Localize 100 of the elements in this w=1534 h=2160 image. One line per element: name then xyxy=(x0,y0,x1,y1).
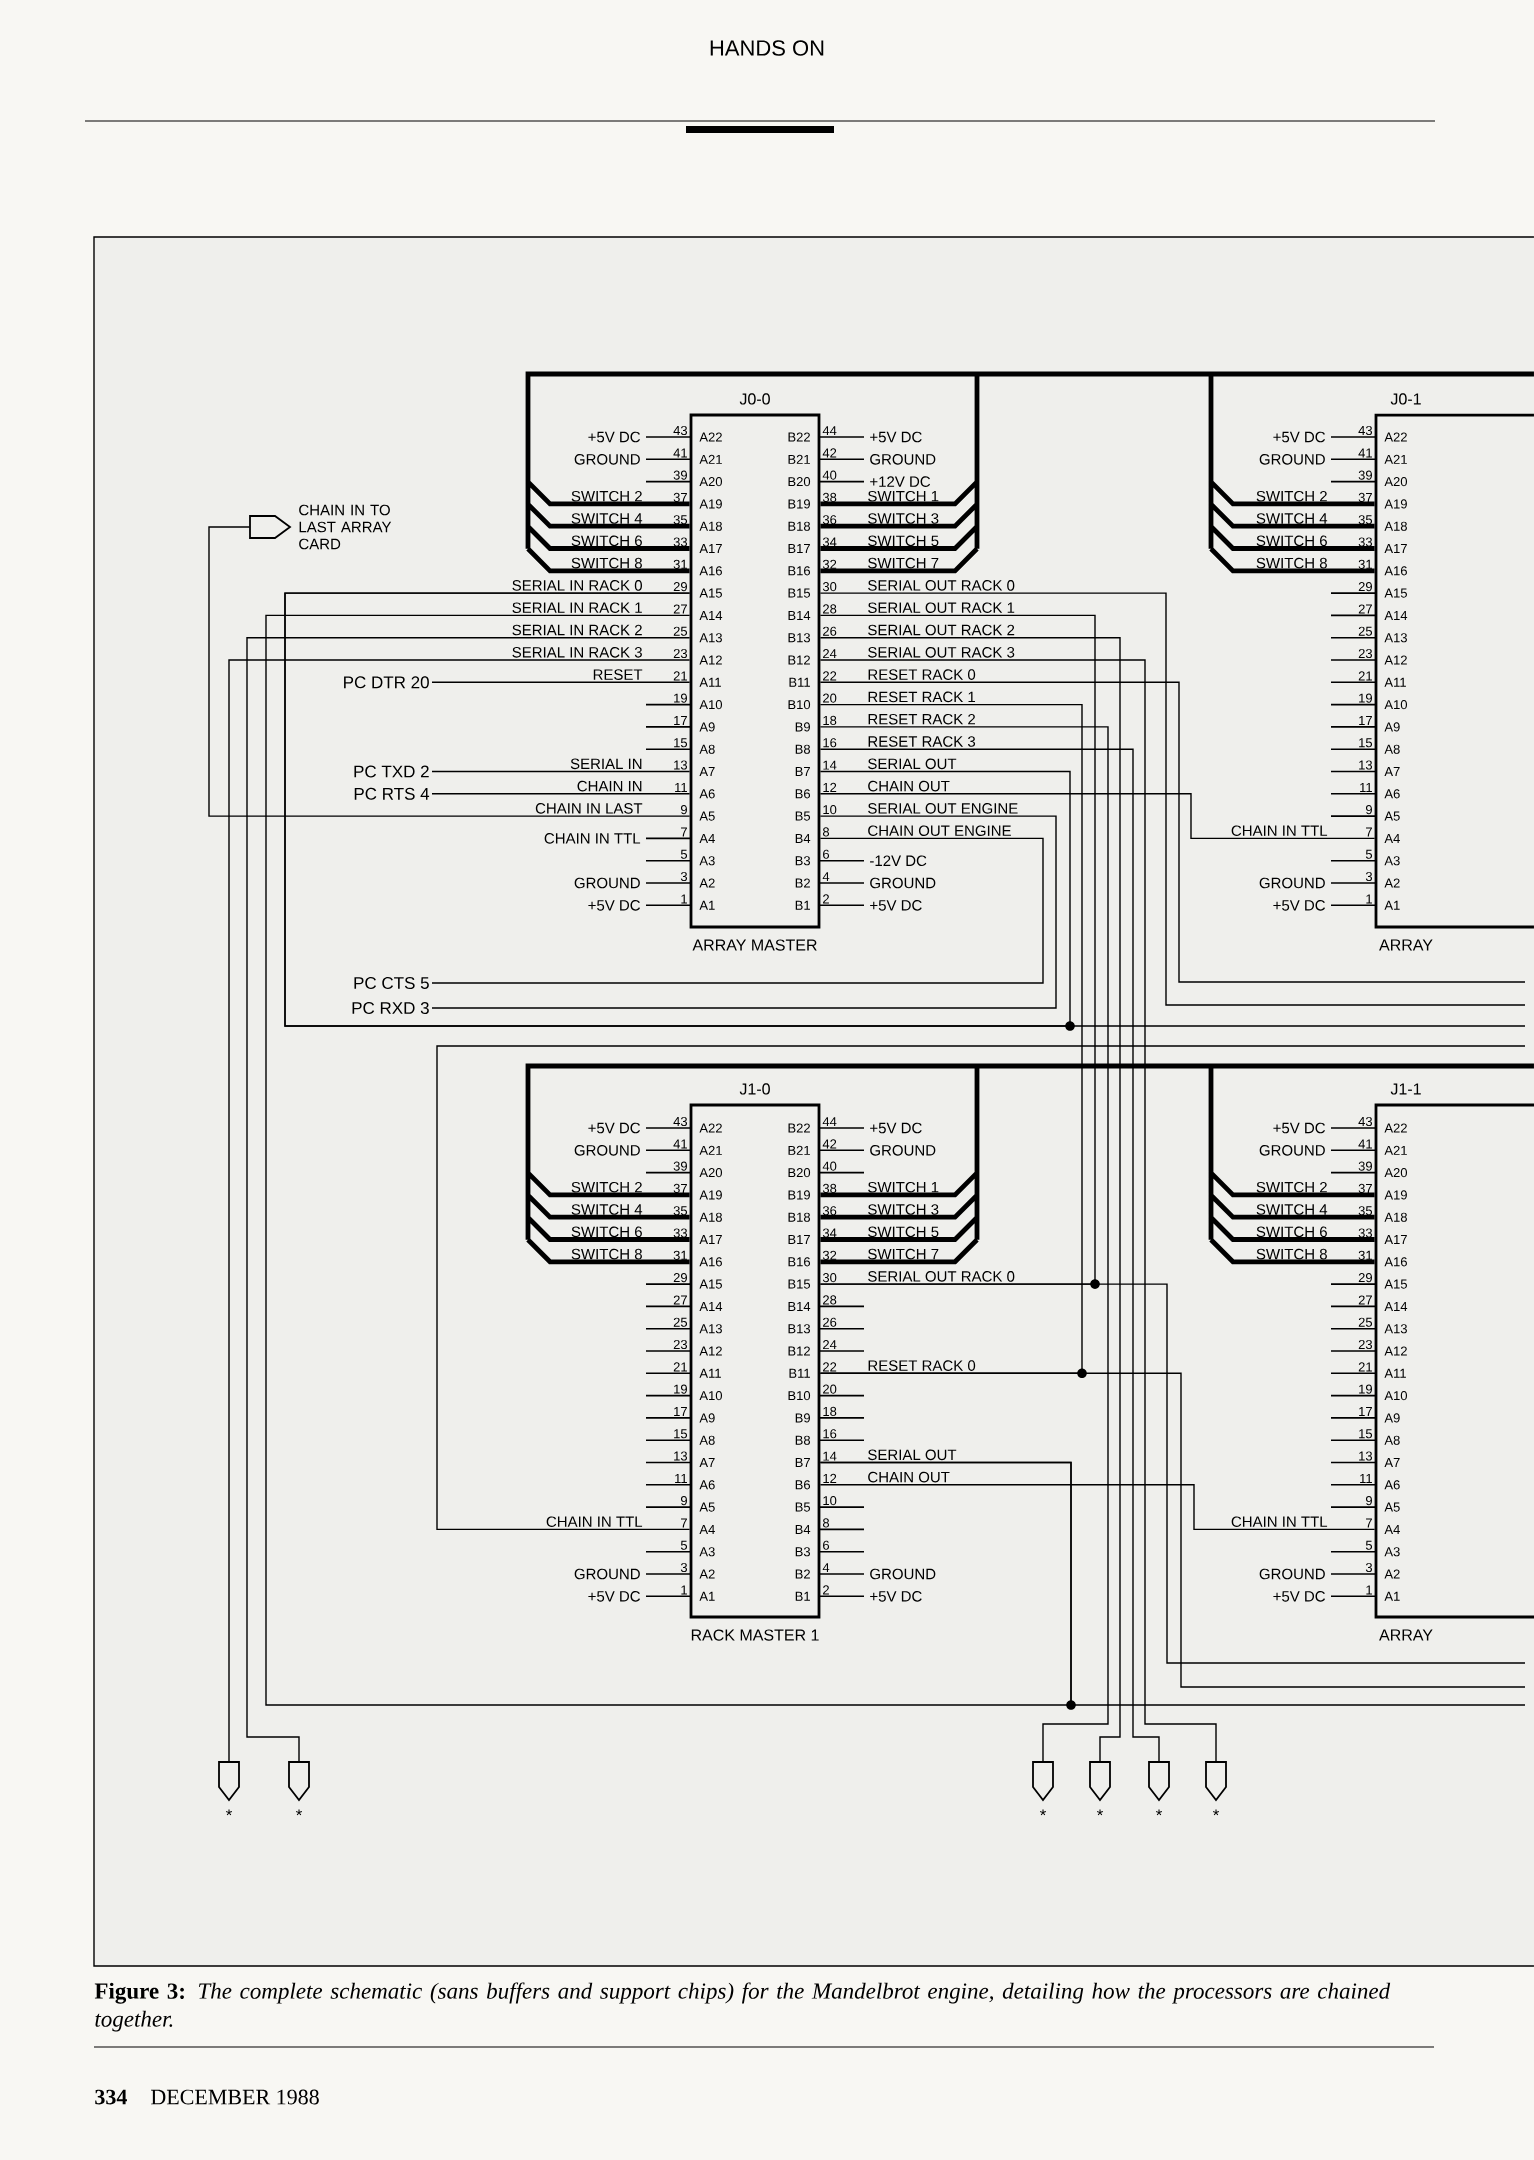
pin-number: 21 xyxy=(673,671,687,681)
signal-label: RESET RACK 3 xyxy=(868,736,976,747)
pin-number: 29 xyxy=(1358,1273,1372,1283)
signal-label: SWITCH 7 xyxy=(868,1248,939,1260)
pin-number: 17 xyxy=(1359,1407,1372,1416)
pin-number: 27 xyxy=(1358,1295,1372,1305)
pin-number: 13 xyxy=(1359,1451,1373,1461)
pin-number: 42 xyxy=(822,1139,837,1149)
signal-label: GROUND xyxy=(870,1568,936,1580)
connector-caption: CHAIN IN TO LAST ARRAY CARD xyxy=(299,504,392,550)
signal-label: +12V DC xyxy=(870,476,931,487)
pin-number: 25 xyxy=(673,626,688,636)
wire xyxy=(431,815,1057,1009)
pin-number: 1 xyxy=(681,1585,687,1595)
signal-label: PC CTS 5 xyxy=(354,977,429,990)
pin-number: 35 xyxy=(1358,515,1373,525)
pin-number: 22 xyxy=(823,671,837,681)
signal-label: +5V DC xyxy=(588,1591,640,1602)
pin-number: 41 xyxy=(1358,1139,1372,1149)
pin-number: 25 xyxy=(1358,1317,1373,1327)
signal-label: RESET xyxy=(593,669,643,680)
pin-number: 17 xyxy=(674,716,687,725)
signal-label: +5V DC xyxy=(1273,1122,1325,1134)
pin-number: 5 xyxy=(1365,1540,1373,1550)
signal-label: GROUND xyxy=(1259,877,1325,889)
pin-number: 35 xyxy=(1358,1206,1373,1216)
signal-label: SWITCH 2 xyxy=(571,490,642,502)
signal-label: SWITCH 4 xyxy=(1256,1204,1328,1215)
signal-label: SERIAL OUT RACK 0 xyxy=(868,1271,1015,1282)
signal-label: +5V DC xyxy=(1273,431,1325,443)
wire xyxy=(819,681,1526,983)
signal-label: PC RXD 3 xyxy=(352,1002,429,1015)
pin-number: 2 xyxy=(823,1585,829,1595)
pin-number: 11 xyxy=(675,783,687,792)
signal-label: +5V DC xyxy=(588,900,640,911)
pin-number: 7 xyxy=(1366,827,1372,837)
pin-number: 21 xyxy=(1358,671,1372,681)
pin-number: 3 xyxy=(1365,1562,1373,1573)
pin-number: 39 xyxy=(673,470,687,480)
pin-number: 38 xyxy=(822,492,837,502)
pin-number: 13 xyxy=(674,1451,688,1461)
signal-label: +5V DC xyxy=(588,1122,640,1134)
pin-number: 31 xyxy=(1358,1250,1372,1260)
pin-number: 9 xyxy=(1366,1496,1372,1506)
pin-number: 4 xyxy=(822,1563,830,1573)
signal-label: CHAIN OUT ENGINE xyxy=(868,825,1011,837)
pin-number: 9 xyxy=(681,805,687,815)
figure-caption: Figure 3: The complete schematic (sans buffers and support chips) for the Mandelbrot engine, detailing how the processors are chained together. xyxy=(94,1982,1391,2032)
pin-number: 43 xyxy=(1358,1116,1373,1127)
pin-number: 24 xyxy=(823,649,837,659)
pin-number: 22 xyxy=(823,1362,837,1372)
pin-number: 44 xyxy=(822,426,837,436)
pin-number: 17 xyxy=(674,1407,687,1416)
signal-label: SWITCH 6 xyxy=(1256,1226,1327,1238)
wire xyxy=(284,592,1526,1027)
signal-label: PC RTS 4 xyxy=(354,787,430,800)
signal-label: SERIAL IN xyxy=(570,758,642,770)
signal-label: GROUND xyxy=(574,454,640,465)
pin-number: 9 xyxy=(1366,805,1372,815)
signal-label: SWITCH 2 xyxy=(1256,490,1327,502)
signal-label: CHAIN IN LAST xyxy=(535,803,643,814)
wire xyxy=(431,793,691,795)
connector-caption: * xyxy=(296,1809,303,1816)
pin-number: 43 xyxy=(1358,425,1373,436)
pin-number: 5 xyxy=(680,1540,688,1550)
signal-label: SERIAL OUT xyxy=(868,758,957,770)
wire xyxy=(819,1461,1526,1706)
connector-caption: * xyxy=(1097,1809,1104,1816)
signal-label: SWITCH 5 xyxy=(868,1226,939,1238)
pin-number: 3 xyxy=(1365,871,1373,882)
signal-label: +5V DC xyxy=(870,431,922,443)
signal-label: CHAIN OUT xyxy=(868,780,950,792)
pin-number: 25 xyxy=(1358,626,1373,636)
connector-caption: * xyxy=(1040,1809,1047,1816)
pin-number: 11 xyxy=(675,1474,687,1483)
pin-number: 5 xyxy=(680,849,688,859)
pin-number: 37 xyxy=(1358,1183,1372,1193)
pin-number: 40 xyxy=(822,1161,837,1171)
signal-label: GROUND xyxy=(1259,1145,1325,1156)
pin-number: 29 xyxy=(673,1273,687,1283)
pin-number: 19 xyxy=(1359,1384,1372,1394)
pin-number: 26 xyxy=(823,626,837,636)
pin-number: 8 xyxy=(823,1518,830,1528)
signal-label: +5V DC xyxy=(1273,1591,1325,1602)
pin-number: 15 xyxy=(674,1429,688,1439)
pin-number: 23 xyxy=(673,1339,688,1350)
wire xyxy=(431,770,691,773)
pin-number: 1 xyxy=(1366,1585,1372,1595)
pin-number: 9 xyxy=(681,1496,687,1506)
signal-label: SWITCH 8 xyxy=(571,1248,642,1260)
signal-label: SERIAL IN RACK 3 xyxy=(512,647,642,658)
wire xyxy=(819,1372,1526,1688)
pin-number: 40 xyxy=(822,470,837,480)
pin-number: 15 xyxy=(674,738,688,748)
signal-label: GROUND xyxy=(1259,1568,1325,1580)
pin-number: 26 xyxy=(823,1317,837,1327)
pin-number: 32 xyxy=(822,1250,837,1260)
signal-label: GROUND xyxy=(574,1145,640,1156)
wire xyxy=(208,526,691,817)
pin-number: 28 xyxy=(823,1295,837,1305)
